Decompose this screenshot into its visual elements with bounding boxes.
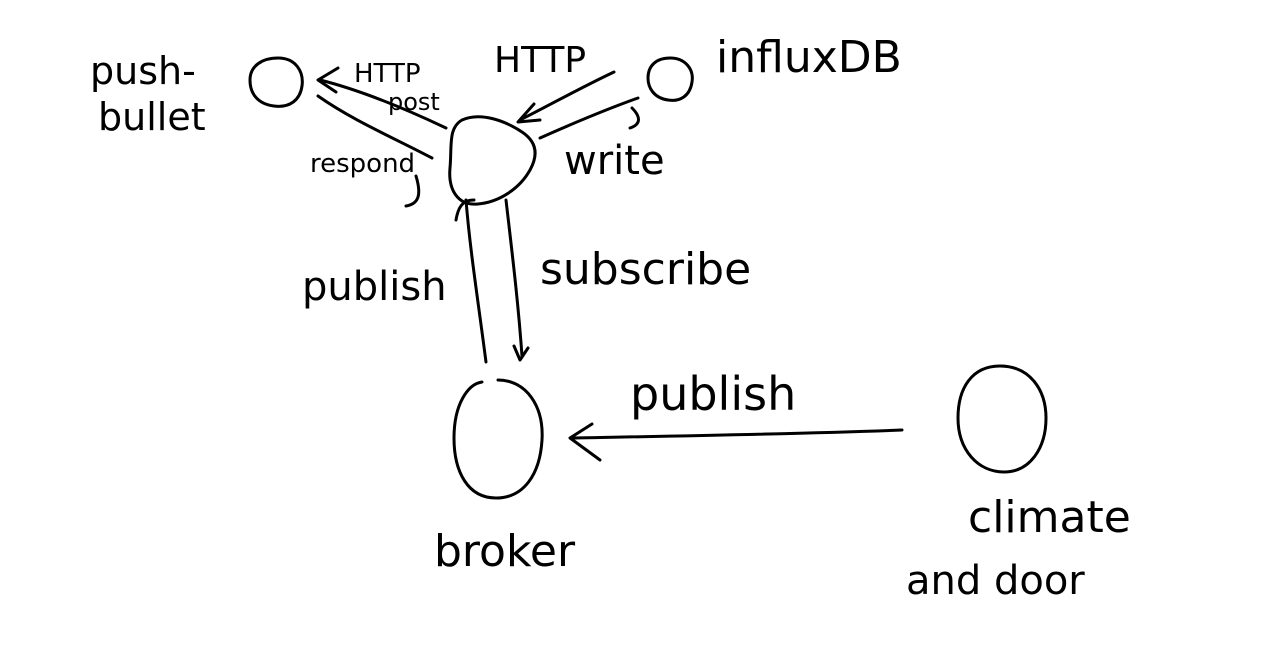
http-post-arrow [316, 66, 448, 130]
central-service-node [448, 115, 537, 206]
publish-to-broker-arrow [454, 198, 488, 364]
pushbullet-node [248, 56, 304, 108]
respond-arrow [316, 94, 434, 208]
http-write-label-bottom: write [564, 138, 665, 184]
influxdb-node [646, 56, 694, 102]
publish-climate-label: publish [630, 367, 796, 421]
climate-label-line2: and door [906, 558, 1085, 604]
publish-up-label: publish [302, 264, 447, 310]
subscribe-arrow [504, 198, 530, 362]
http-post-label-line2: post [388, 88, 440, 116]
http-write-arrow [516, 70, 640, 140]
climate-label-line1: climate [968, 492, 1131, 543]
pushbullet-label-line2: bullet [98, 95, 206, 139]
influxdb-label: influxDB [716, 32, 902, 83]
respond-label: respond [310, 149, 415, 179]
climate-node [956, 364, 1048, 474]
pushbullet-label-line1: push- [90, 49, 196, 93]
subscribe-label: subscribe [540, 244, 751, 295]
http-write-label-top: HTTP [494, 40, 586, 81]
publish-climate-arrow [568, 422, 904, 462]
broker-node [452, 378, 544, 500]
http-post-label-line1: HTTP [354, 59, 421, 89]
broker-label: broker [434, 526, 576, 577]
